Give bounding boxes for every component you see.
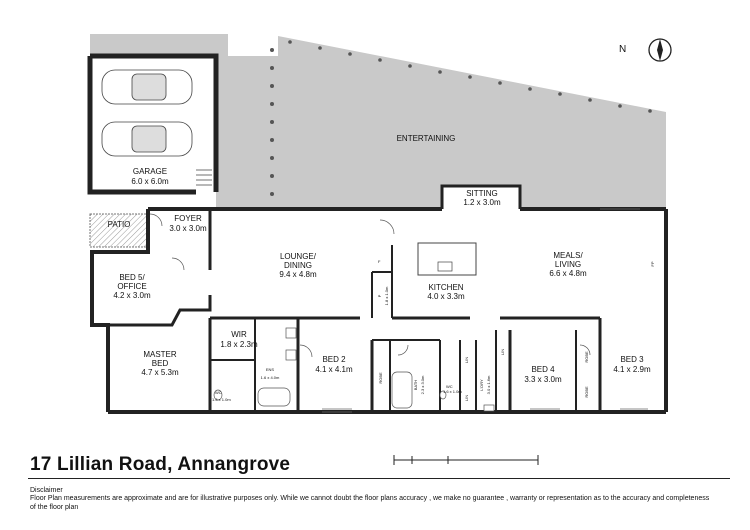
room-dims-bed3: 4.1 x 2.9m <box>613 365 651 374</box>
room-dims-sitting: 1.2 x 3.0m <box>463 198 501 207</box>
room-name-entertaining: ENTERTAINING <box>397 134 456 143</box>
disclaimer-text: Floor Plan measurements are approximate … <box>30 495 710 511</box>
disclaimer-title: Disclaimer <box>30 487 63 494</box>
room-dims-ldry: 3.0 x 1.6m <box>486 375 491 394</box>
wc-label-2: WC <box>446 384 453 389</box>
room-name-patio: PATIO <box>108 220 131 229</box>
door-swings <box>149 213 591 358</box>
room-name-garage: GARAGE <box>133 167 167 176</box>
room-dims-bed2: 4.1 x 4.1m <box>315 365 353 374</box>
house-walls <box>90 184 668 414</box>
garage <box>87 53 219 195</box>
wc-label-1: WC <box>215 390 222 395</box>
car-icon <box>101 69 193 157</box>
room-name-meals: MEALS/ <box>553 251 583 260</box>
room-name-bed4: BED 4 <box>531 365 555 374</box>
room-name-bath: BATH <box>413 380 418 390</box>
room-name-pantry: P <box>377 294 382 297</box>
wc-dims-1: 1.6 x 1.0m <box>212 397 231 402</box>
bathroom-fixtures <box>213 327 495 412</box>
room-dims-lounge: 9.4 x 4.8m <box>279 270 317 279</box>
room-dims-foyer: 3.0 x 3.0m <box>169 224 207 233</box>
room-name-sitting: SITTING <box>466 189 498 198</box>
lin-label-1: LIN <box>464 357 469 363</box>
entertaining-deck <box>278 36 666 209</box>
fridge-label: F <box>378 259 381 264</box>
lin-label-3: LIN <box>500 349 505 355</box>
room-name2-bed5: OFFICE <box>117 282 146 291</box>
robe-label-bed2: ROBE <box>378 372 383 384</box>
room-dims-bath: 2.3 x 3.0m <box>420 375 425 394</box>
room-dims-garage: 6.0 x 6.0m <box>131 177 169 186</box>
compass-north-label: N <box>619 44 626 55</box>
room-name-bed2: BED 2 <box>322 355 346 364</box>
vertical-labels: BATH 2.3 x 3.0m L'DRY 3.0 x 1.6m P 1.8 x… <box>377 261 655 401</box>
room-name-lounge: LOUNGE/ <box>280 252 317 261</box>
room-name-ldry: L'DRY <box>479 379 484 391</box>
room-name2-meals: LIVING <box>555 260 581 269</box>
room-name-master: MASTER <box>143 350 177 359</box>
fireplace-label: FP <box>650 261 655 266</box>
garage-forecourt <box>90 34 228 56</box>
room-name2-lounge: DINING <box>284 261 312 270</box>
room-labels: GARAGE 6.0 x 6.0m ENTERTAINING SITTING 1… <box>108 134 651 384</box>
kitchen-island <box>417 242 477 276</box>
room-name-wir: WIR <box>231 330 247 339</box>
garden-plants <box>270 40 652 196</box>
robe-label-bed3-a: ROBE <box>584 351 589 363</box>
room-dims-ens: 1.6 x 4.0m <box>261 375 280 380</box>
room-dims-kitchen: 4.0 x 3.3m <box>427 292 465 301</box>
divider <box>28 478 730 479</box>
room-dims-bed5: 4.2 x 3.0m <box>113 291 151 300</box>
room-name-bed5: BED 5/ <box>119 273 145 282</box>
lin-label-2: LIN <box>464 395 469 401</box>
room-dims-master: 4.7 x 5.3m <box>141 368 179 377</box>
room-name2-master: BED <box>152 359 169 368</box>
compass-icon <box>648 38 672 62</box>
side-path <box>216 56 278 209</box>
scale-bar <box>393 455 539 465</box>
room-name-foyer: FOYER <box>174 214 202 223</box>
sliding-doors <box>322 208 648 413</box>
room-dims-bed4: 3.3 x 3.0m <box>524 375 562 384</box>
room-dims-pantry: 1.8 x 1.0m <box>384 286 389 305</box>
room-dims-meals: 6.6 x 4.8m <box>549 269 587 278</box>
room-name-bed3: BED 3 <box>620 355 644 364</box>
room-name-kitchen: KITCHEN <box>428 283 463 292</box>
patio-area <box>89 213 149 248</box>
robe-label-bed3-b: ROBE <box>584 386 589 398</box>
room-name-ens: ENS <box>266 367 275 372</box>
room-dims-wir: 1.8 x 2.3m <box>220 340 258 349</box>
wc-dims-2: 1.6 x 1.0m <box>443 389 462 394</box>
property-address: 17 Lillian Road, Annangrove <box>30 454 291 475</box>
